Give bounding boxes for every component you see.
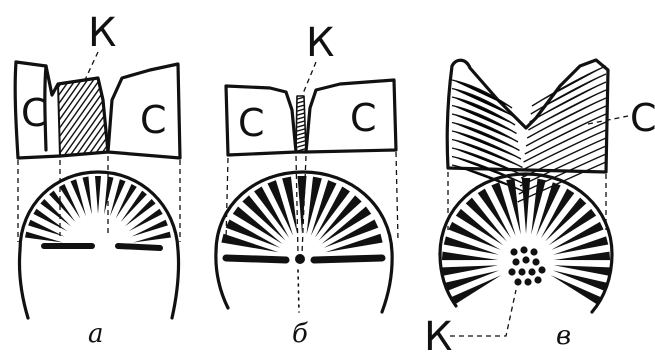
figure-a-ray (95, 176, 101, 214)
figure-c-dot (534, 276, 541, 283)
figure-c-dot (532, 258, 539, 265)
figure-a-cross-section (19, 172, 178, 318)
figure-c-cross-section (440, 174, 612, 312)
hatch-line (524, 122, 606, 162)
figure-c-pointer-label: К (424, 314, 452, 360)
figure-a-pointer-label: К (88, 10, 116, 56)
figure-b-center-dot (295, 254, 305, 264)
figure-c-dot (524, 278, 531, 285)
figure-c-dot (518, 268, 525, 275)
figure-a-left-block-label: С (21, 91, 48, 135)
figure-a: С С К а (0, 10, 229, 349)
figure-c: С К в (424, 60, 655, 360)
hatch-line (163, 75, 223, 160)
figure-c-center-dots (508, 246, 545, 285)
figure-a-ray (121, 191, 147, 222)
figure-b-right-block-label: С (350, 96, 377, 140)
figure-a-right-block-label: С (140, 98, 167, 142)
figure-c-ray (522, 178, 530, 234)
figure-a-ray (110, 179, 126, 216)
figure-b-pointer-leader (302, 62, 316, 96)
figure-c-dot (520, 246, 527, 253)
figure-c-dot (510, 248, 517, 255)
figure-c-dot (528, 268, 535, 275)
figure-b-ray (298, 176, 307, 234)
figure-c-dot (538, 266, 545, 273)
figure-c-ray (506, 179, 521, 235)
figure-b-caption: б (292, 319, 308, 349)
figure-a-ray (125, 199, 156, 226)
figure-c-dot (522, 256, 529, 263)
figure-c-dot (512, 258, 519, 265)
hatch-line (522, 130, 606, 170)
figure-c-dot (530, 248, 537, 255)
figure-c-dot (508, 268, 515, 275)
figure-a-ray (70, 179, 86, 216)
figure-a-caption: а (88, 319, 104, 349)
figure-c-dot (514, 278, 521, 285)
figure-c-ray (554, 265, 610, 276)
figure-c-ray (442, 265, 498, 276)
figure-c-block-label: С (630, 96, 655, 140)
figure-b-left-block-label: С (238, 101, 265, 145)
figure-b-cross-section (216, 172, 392, 312)
figure-b: С С К б (216, 20, 398, 349)
figure-c-caption: в (556, 321, 571, 351)
figure-b-pointer-label: К (306, 20, 334, 66)
figure-a-ray (40, 199, 71, 226)
figure-a-ray (49, 191, 75, 222)
